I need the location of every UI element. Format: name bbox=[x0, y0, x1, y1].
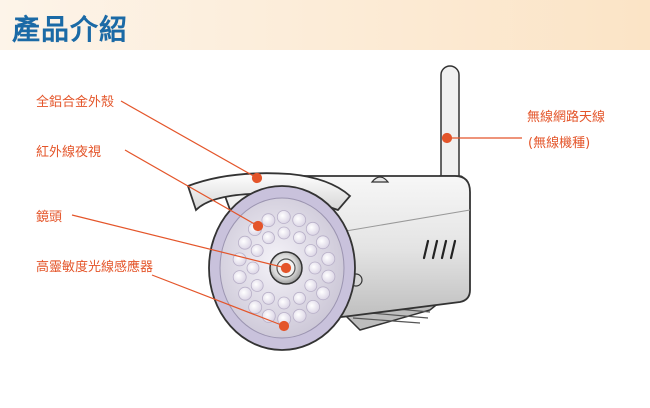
header-bar: 產品介紹 bbox=[0, 0, 650, 50]
ir-led bbox=[315, 235, 330, 250]
ir-led bbox=[316, 286, 331, 301]
ir-led bbox=[292, 308, 307, 323]
callout-housing: 全鋁合金外殼 bbox=[36, 95, 115, 110]
ir-led bbox=[321, 251, 336, 266]
ir-led bbox=[277, 296, 291, 310]
page-title: 產品介紹 bbox=[12, 13, 129, 46]
ir-leader-line bbox=[124, 149, 259, 227]
callout-antenna: 無線網路天線 bbox=[527, 110, 606, 125]
ir-led bbox=[232, 270, 247, 285]
ir-led bbox=[304, 279, 318, 292]
sensor-leader-dot bbox=[278, 320, 290, 332]
ir-led bbox=[250, 244, 264, 257]
lens-leader-dot bbox=[280, 262, 292, 274]
callout-light-sensor: 高靈敏度光線感應器 bbox=[36, 260, 154, 275]
callout-lens: 鏡頭 bbox=[36, 210, 63, 225]
sensor-leader-line bbox=[151, 274, 285, 327]
callout-lines bbox=[71, 100, 522, 332]
callout-antenna-note: (無線機種) bbox=[528, 136, 591, 151]
ir-led bbox=[250, 279, 264, 292]
ir-led bbox=[306, 299, 321, 314]
ir-leader-dot bbox=[252, 220, 264, 232]
housing-leader-dot bbox=[251, 172, 263, 184]
ir-led bbox=[305, 221, 320, 236]
ir-led-array bbox=[232, 210, 336, 326]
ir-led bbox=[262, 231, 275, 245]
ir-led bbox=[308, 261, 322, 275]
ir-led bbox=[293, 291, 306, 305]
ir-led bbox=[238, 286, 253, 301]
ir-led bbox=[292, 213, 307, 227]
ir-led bbox=[293, 231, 306, 245]
callout-ir-night-vision: 紅外線夜視 bbox=[36, 145, 102, 160]
ir-led bbox=[262, 291, 275, 305]
ir-led bbox=[304, 244, 318, 257]
ir-led bbox=[261, 213, 276, 228]
ir-led bbox=[237, 235, 252, 250]
antenna-leader-dot bbox=[441, 132, 453, 144]
ir-led bbox=[246, 261, 260, 275]
ir-led bbox=[277, 226, 291, 240]
ir-led bbox=[276, 210, 291, 224]
housing-leader-line bbox=[120, 100, 258, 179]
ir-led bbox=[248, 300, 263, 315]
ir-led bbox=[321, 269, 336, 284]
lens-leader-line bbox=[71, 214, 287, 269]
